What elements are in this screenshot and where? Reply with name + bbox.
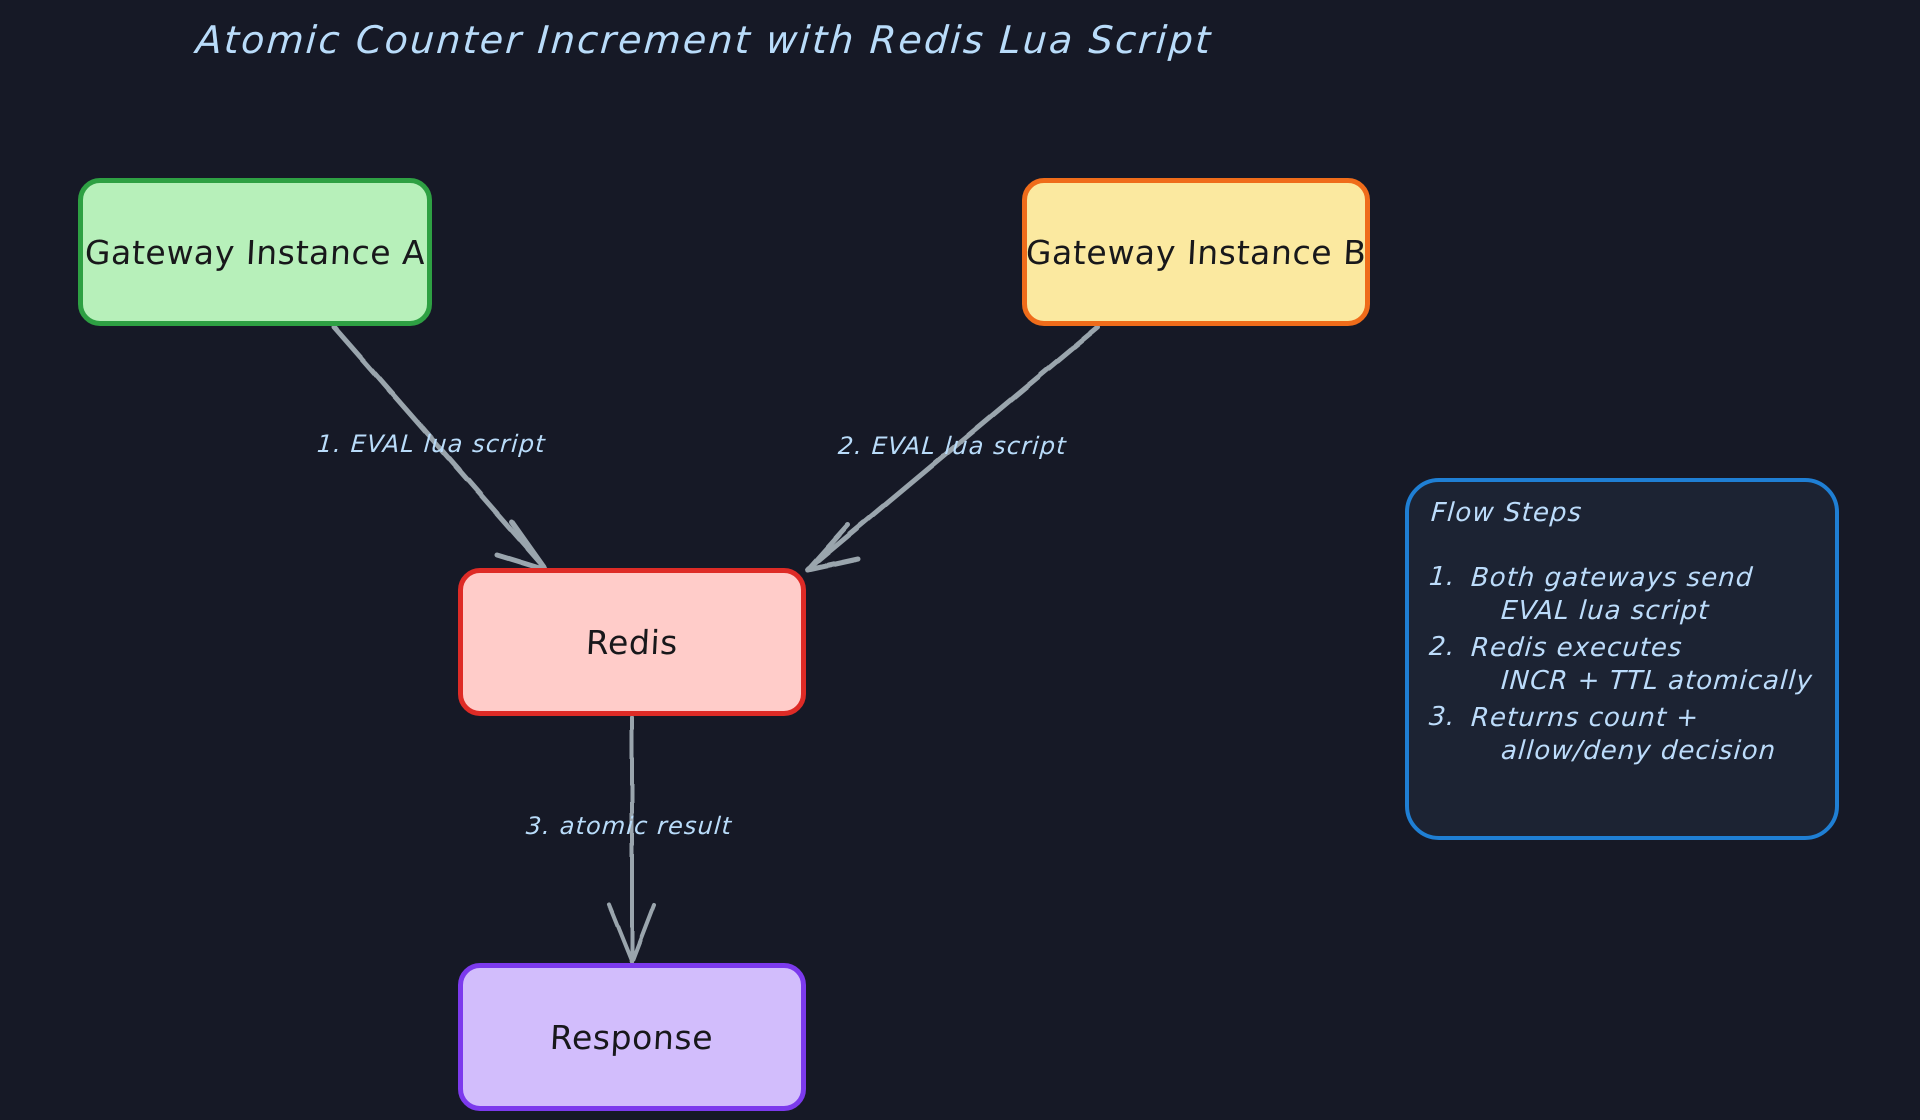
list-item: 1. Both gateways send EVAL lua script — [1427, 562, 1829, 628]
edge-label-atomic-result: 3. atomic result — [525, 812, 734, 840]
legend-item-number: 1. — [1427, 562, 1457, 592]
legend-item-line: EVAL lua script — [1499, 596, 1711, 626]
list-item: 3. Returns count + allow/deny decision — [1427, 702, 1829, 768]
legend-item-line: Returns count + — [1469, 703, 1701, 733]
node-gateway-instance-a-label: Gateway Instance A — [83, 232, 427, 272]
node-gateway-instance-a[interactable]: Gateway Instance A — [78, 178, 432, 326]
flow-steps-legend: Flow Steps 1. Both gateways send EVAL lu… — [1405, 478, 1839, 840]
edge-gateway-b-to-redis — [805, 324, 1101, 573]
legend-item-line: Both gateways send — [1469, 563, 1755, 593]
legend-item-number: 3. — [1427, 702, 1457, 732]
node-gateway-instance-b[interactable]: Gateway Instance B — [1022, 178, 1370, 326]
legend-item-line: INCR + TTL atomically — [1499, 666, 1814, 696]
node-gateway-instance-b-label: Gateway Instance B — [1024, 232, 1368, 272]
list-item: 2. Redis executes INCR + TTL atomically — [1427, 632, 1829, 698]
edge-label-eval-lua-script-1: 1. EVAL lua script — [316, 430, 547, 458]
legend-item-number: 2. — [1427, 632, 1457, 662]
legend-item-line: Redis executes — [1469, 633, 1684, 663]
flow-steps-legend-title: Flow Steps — [1429, 498, 1584, 528]
node-response-label: Response — [549, 1017, 715, 1057]
edge-label-eval-lua-script-2: 2. EVAL lua script — [837, 432, 1068, 460]
edge-redis-to-response — [607, 716, 656, 964]
node-redis[interactable]: Redis — [458, 568, 806, 716]
node-redis-label: Redis — [584, 622, 680, 662]
legend-item-line: allow/deny decision — [1499, 736, 1778, 766]
node-response[interactable]: Response — [458, 963, 806, 1111]
flow-steps-legend-list: 1. Both gateways send EVAL lua script 2.… — [1427, 562, 1829, 772]
